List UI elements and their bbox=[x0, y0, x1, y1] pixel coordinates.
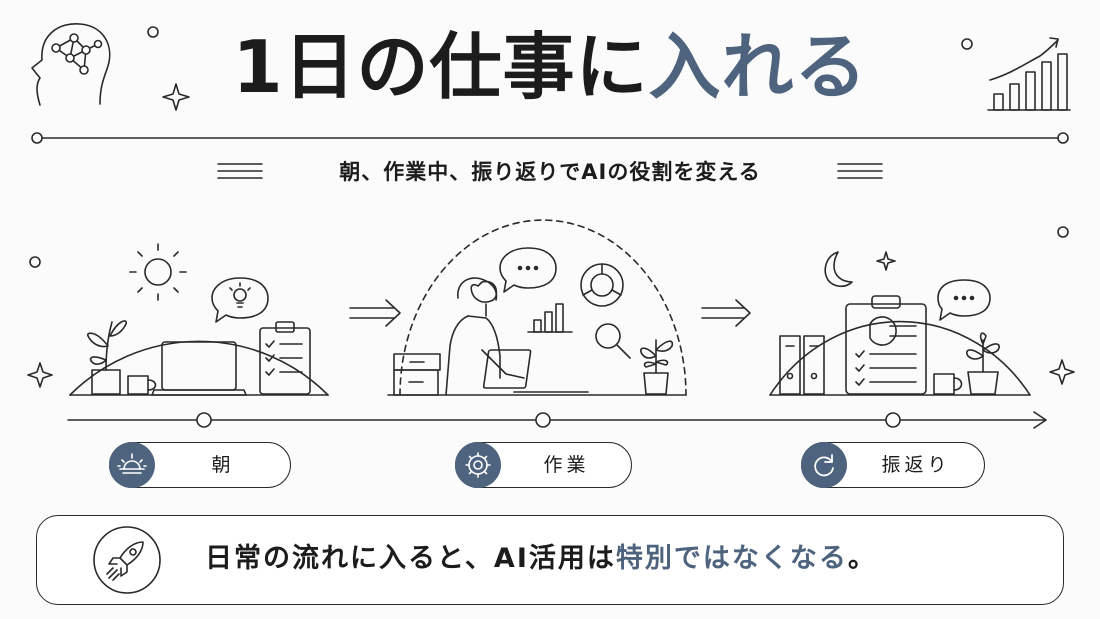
footer-end: 。 bbox=[847, 543, 877, 574]
deco-dot bbox=[147, 26, 159, 38]
plant-icon bbox=[966, 332, 1000, 395]
work-scene bbox=[387, 219, 687, 396]
plant-icon bbox=[640, 339, 674, 395]
report-clipboard-icon bbox=[845, 295, 927, 395]
arrow-icon bbox=[349, 299, 401, 327]
morning-scene bbox=[69, 243, 329, 396]
title-accent: 入れる bbox=[648, 25, 868, 109]
footer-banner: 日常の流れに入ると、AI活用は特別ではなくなる。 bbox=[36, 515, 1064, 605]
head-network-icon bbox=[31, 23, 111, 106]
footer-main: 日常の流れに入ると、AI活用は bbox=[205, 543, 616, 574]
phase-label: 朝 bbox=[211, 454, 235, 476]
person-at-laptop-icon bbox=[445, 277, 589, 396]
phase-label: 振返り bbox=[881, 454, 951, 476]
phase-label: 作業 bbox=[543, 454, 590, 476]
chat-bubble-icon bbox=[499, 247, 557, 293]
magnifier-icon bbox=[595, 323, 631, 359]
rocket-icon bbox=[93, 526, 161, 594]
sparkle-icon bbox=[162, 83, 190, 111]
subtitle-lines-left bbox=[217, 163, 263, 179]
moon-icon bbox=[824, 251, 853, 288]
plant-icon bbox=[86, 320, 128, 395]
subtitle-lines-right bbox=[837, 163, 883, 179]
bar-chart-icon bbox=[527, 303, 573, 333]
laptop-icon bbox=[151, 341, 247, 396]
growth-chart-icon bbox=[987, 37, 1071, 111]
sun-icon bbox=[129, 243, 187, 301]
deco-dot bbox=[1057, 226, 1069, 238]
checklist-icon bbox=[259, 321, 311, 395]
chat-bubble-icon bbox=[937, 279, 991, 321]
binder-icon bbox=[779, 335, 825, 395]
subtitle: 朝、作業中、振り返りでAIの役割を変える bbox=[339, 160, 761, 184]
sparkle-icon bbox=[1049, 359, 1075, 385]
phase-review: 振返り bbox=[801, 442, 985, 488]
phase-work: 作業 bbox=[455, 442, 632, 488]
sunrise-icon bbox=[109, 442, 155, 488]
footer-message: 日常の流れに入ると、AI活用は特別ではなくなる。 bbox=[205, 516, 877, 602]
arrow-icon bbox=[701, 299, 751, 327]
donut-chart-icon bbox=[580, 263, 624, 307]
refresh-icon bbox=[801, 442, 847, 488]
storage-boxes-icon bbox=[393, 353, 441, 396]
gear-icon bbox=[455, 442, 501, 488]
mug-icon bbox=[933, 373, 963, 395]
deco-dot bbox=[961, 38, 973, 50]
phase-morning: 朝 bbox=[109, 442, 291, 488]
footer-accent: 特別ではなくなる bbox=[615, 543, 848, 574]
sparkle-icon bbox=[876, 251, 896, 271]
review-scene bbox=[769, 251, 1031, 396]
deco-dot bbox=[29, 256, 41, 268]
timeline bbox=[67, 411, 1047, 429]
title-main: 1日の仕事に bbox=[232, 25, 649, 109]
mug-icon bbox=[127, 375, 157, 395]
sparkle-icon bbox=[27, 362, 53, 388]
idea-bubble-icon bbox=[211, 277, 269, 323]
page-title: 1日の仕事に入れる bbox=[0, 22, 1100, 112]
